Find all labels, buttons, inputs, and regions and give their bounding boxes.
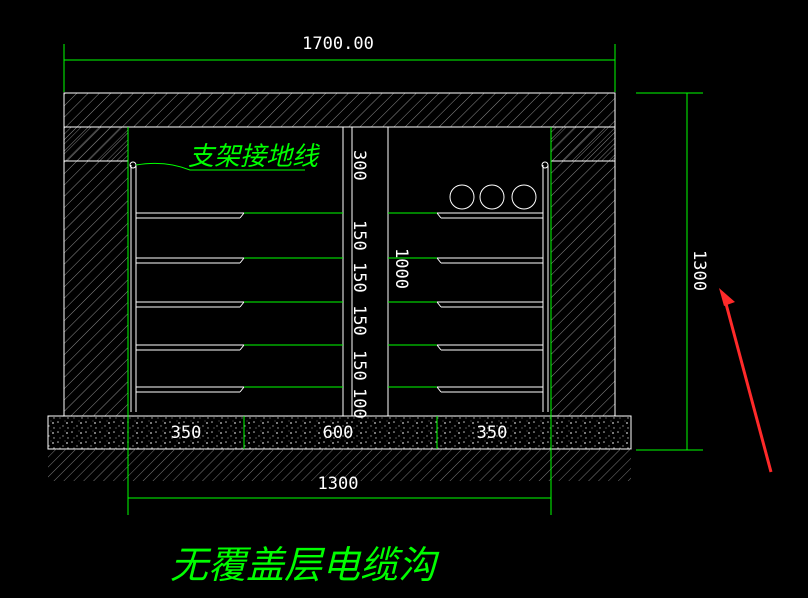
left-wall (63, 126, 129, 417)
support-ground-label: 支架接地线 (188, 142, 321, 172)
left-shelf-arm (136, 344, 343, 351)
inner-width-dimension: 1300 (128, 474, 551, 499)
cables (449, 184, 537, 210)
right-shelf-width-label: 350 (477, 423, 508, 443)
left-shelf-arm (136, 257, 343, 264)
right-shelf-arm (388, 301, 543, 308)
left-wall-top-block (63, 126, 129, 162)
right-bracket (541, 161, 549, 412)
cable (449, 184, 475, 210)
right-shelf-arm (388, 212, 543, 219)
ground-hatch (48, 449, 631, 481)
spacing-label-1: 150 (349, 220, 369, 251)
right-shelf-arm (388, 257, 543, 264)
right-shelf-arm (388, 386, 543, 393)
spacing-label-3: 150 (349, 305, 369, 336)
support-ground-wire: 支架接地线 (135, 142, 321, 172)
inner-width-label: 1300 (318, 474, 359, 494)
right-wall (550, 126, 616, 417)
aisle-width-label: 600 (323, 423, 354, 443)
clear-height-label: 1000 (391, 248, 411, 289)
top-gap-label: 300 (349, 150, 369, 181)
height-label: 1300 (689, 250, 709, 291)
left-shelf-arm (136, 301, 343, 308)
vertical-dimensions: 300 150 150 150 150 100 1000 (349, 127, 411, 419)
right-wall-top-block (550, 126, 616, 162)
left-shelves (136, 212, 343, 393)
spacing-label-4: 150 (349, 350, 369, 381)
red-arrow-annotation (719, 288, 773, 473)
drawing-title: 无覆盖层电缆沟 (170, 543, 440, 587)
right-shelves (388, 212, 543, 393)
overall-width-label: 1700.00 (302, 34, 374, 54)
top-slab (63, 92, 616, 128)
left-shelf-width-label: 350 (171, 423, 202, 443)
spacing-label-2: 150 (349, 262, 369, 293)
base-concrete (47, 415, 632, 450)
left-bracket (129, 161, 137, 412)
cable (511, 184, 537, 210)
cable (479, 184, 505, 210)
left-shelf-arm (136, 212, 343, 219)
left-shelf-arm (136, 386, 343, 393)
right-shelf-arm (388, 344, 543, 351)
spacing-label-5: 100 (349, 388, 369, 419)
overall-width-dimension: 1700.00 (63, 34, 616, 92)
height-dimension: 1300 (636, 92, 709, 451)
